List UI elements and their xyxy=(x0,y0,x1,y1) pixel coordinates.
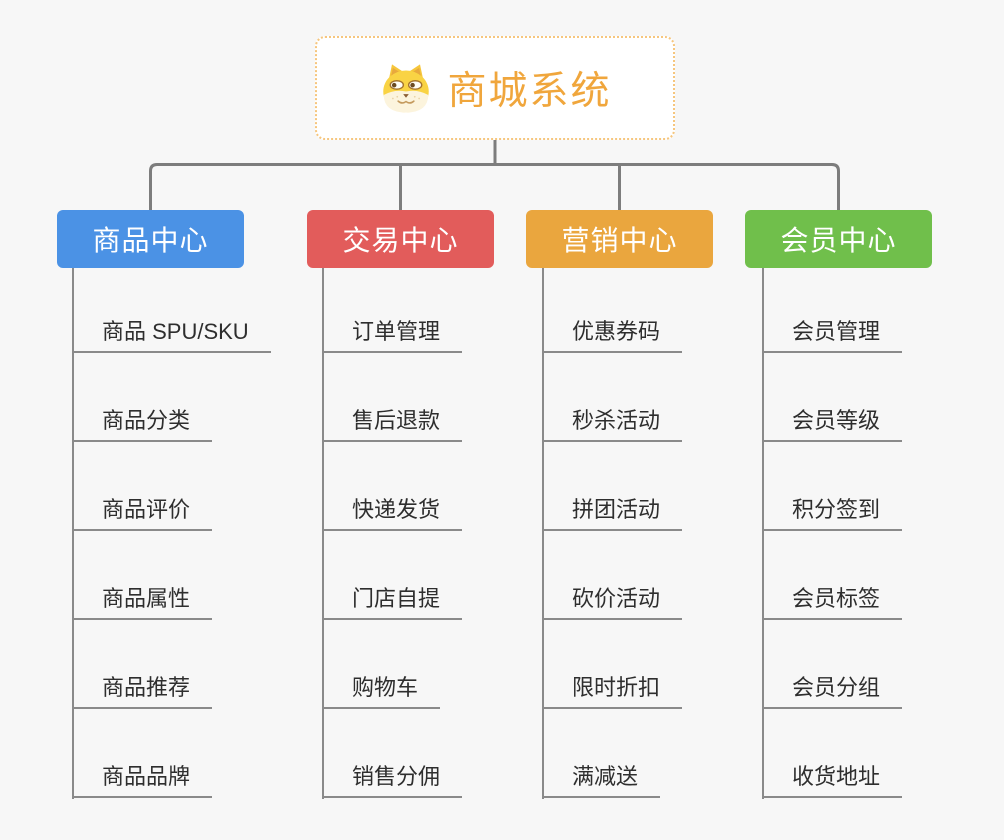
branch-node-label: 商品中心 xyxy=(92,225,209,256)
branch-trunk-line xyxy=(762,268,764,799)
branch-node-marketing-center[interactable]: 营销中心 xyxy=(526,210,713,268)
branch-trunk-line xyxy=(322,268,324,799)
leaf-node[interactable]: 商品分类 xyxy=(72,406,213,442)
leaf-node[interactable]: 拼团活动 xyxy=(542,495,683,531)
leaf-node[interactable]: 会员等级 xyxy=(762,406,903,442)
branch-node-label: 营销中心 xyxy=(561,225,678,256)
leaf-node[interactable]: 商品评价 xyxy=(72,495,213,531)
branch-node-trade-center[interactable]: 交易中心 xyxy=(307,210,494,268)
leaf-node[interactable]: 商品属性 xyxy=(72,584,213,620)
leaf-node[interactable]: 会员分组 xyxy=(762,673,903,709)
leaf-node[interactable]: 满减送 xyxy=(542,762,661,798)
branch-node-label: 交易中心 xyxy=(342,225,459,256)
leaf-node[interactable]: 商品推荐 xyxy=(72,673,213,709)
leaf-node[interactable]: 门店自提 xyxy=(322,584,463,620)
root-node-label: 商城系统 xyxy=(447,70,612,113)
leaf-node[interactable]: 限时折扣 xyxy=(542,673,683,709)
root-node[interactable]: 商城系统 xyxy=(315,36,675,140)
branch-trunk-line xyxy=(542,268,544,799)
leaf-node[interactable]: 售后退款 xyxy=(322,406,463,442)
leaf-node[interactable]: 优惠券码 xyxy=(542,317,683,353)
branch-trunk-line xyxy=(72,268,74,799)
doge-face-icon xyxy=(383,64,430,113)
leaf-node[interactable]: 砍价活动 xyxy=(542,584,683,620)
leaf-node[interactable]: 会员标签 xyxy=(762,584,903,620)
leaf-node[interactable]: 快递发货 xyxy=(322,495,463,531)
branch-node-label: 会员中心 xyxy=(780,225,897,256)
leaf-node[interactable]: 会员管理 xyxy=(762,317,903,353)
branch-rail-line xyxy=(149,163,840,210)
leaf-node[interactable]: 收货地址 xyxy=(762,762,903,798)
leaf-node[interactable]: 商品 SPU/SKU xyxy=(72,317,271,353)
leaf-node[interactable]: 商品品牌 xyxy=(72,762,213,798)
leaf-node[interactable]: 订单管理 xyxy=(322,317,463,353)
branch-node-product-center[interactable]: 商品中心 xyxy=(57,210,244,268)
leaf-node[interactable]: 购物车 xyxy=(322,673,441,709)
leaf-node[interactable]: 销售分佣 xyxy=(322,762,463,798)
branch-node-member-center[interactable]: 会员中心 xyxy=(745,210,932,268)
leaf-node[interactable]: 积分签到 xyxy=(762,495,903,531)
leaf-node[interactable]: 秒杀活动 xyxy=(542,406,683,442)
